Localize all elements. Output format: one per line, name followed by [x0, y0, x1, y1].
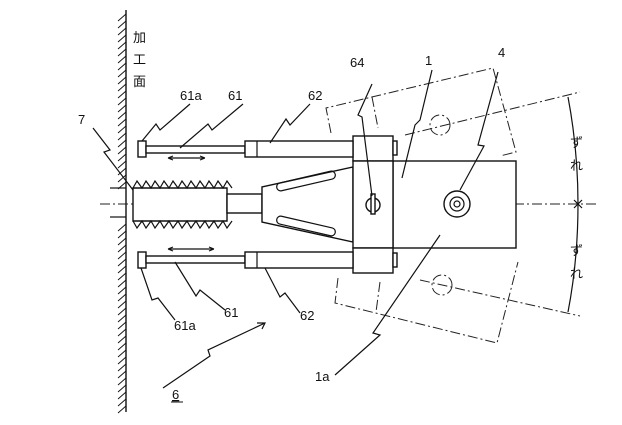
label-1: 1	[425, 53, 432, 68]
offset-label-top: ず	[570, 136, 583, 151]
surface-label-char: 工	[133, 53, 146, 68]
label-61a-top: 61a	[180, 88, 202, 103]
label-61-top: 61	[228, 88, 242, 103]
machined-surface-wall	[110, 10, 127, 414]
surface-label-char: 面	[133, 75, 146, 90]
label-62-top: 62	[308, 88, 322, 103]
surface-label-char: 加	[133, 31, 146, 46]
label-61a-bottom: 61a	[174, 318, 196, 333]
label-7: 7	[78, 112, 85, 127]
offset-label-top: れ	[570, 159, 583, 174]
label-61-bottom: 61	[224, 305, 238, 320]
rod-61-upper	[137, 140, 354, 161]
rotated-outline-upper	[325, 67, 581, 157]
label-6: 6	[172, 387, 179, 402]
leader-lines	[92, 69, 499, 389]
clamp-block	[352, 135, 398, 274]
surface-label: 加 工 面	[133, 31, 146, 90]
offset-label-bottom: ず	[570, 244, 583, 259]
rod-61-lower	[137, 246, 354, 269]
main-body-1	[392, 160, 517, 249]
label-62-bottom: 62	[300, 308, 314, 323]
tap-tool-7	[132, 179, 263, 230]
label-4: 4	[498, 45, 505, 60]
offset-label-bottom: れ	[570, 267, 583, 282]
rotated-outline-lower	[334, 261, 581, 344]
holder-cone	[261, 166, 354, 243]
bolt-4	[443, 190, 471, 218]
offset-dimension	[567, 96, 583, 313]
label-1a: 1a	[315, 369, 330, 384]
label-64: 64	[350, 55, 364, 70]
